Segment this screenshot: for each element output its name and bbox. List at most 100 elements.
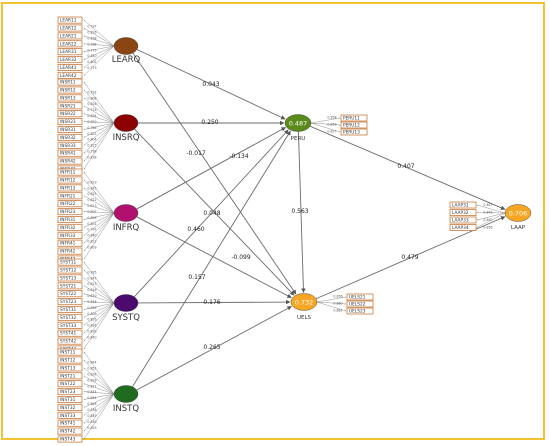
construct-label: LAAP <box>511 225 526 231</box>
loading-arrow <box>83 351 115 395</box>
outer-loading: 0.812 <box>87 240 96 244</box>
outer-loading: 0.830 <box>87 420 96 424</box>
indicator-box <box>57 298 83 306</box>
loading-arrow <box>83 393 115 400</box>
indicator-label: LEAR42 <box>60 73 77 79</box>
indicator-label: INFR11 <box>60 170 76 176</box>
indicator-label: INSR33 <box>60 143 76 149</box>
indicator-box <box>57 274 83 282</box>
outer-loading: 0.851 <box>87 367 96 371</box>
indicator-box <box>346 293 374 301</box>
outer-loading: 0.834 <box>87 372 96 376</box>
indicator-box <box>57 48 83 56</box>
indicator-label: UELS22 <box>349 302 366 308</box>
outer-loading: 0.840 <box>87 234 96 238</box>
indicator-label: INFR21 <box>60 193 76 199</box>
loading-arrow <box>476 212 506 228</box>
figure-frame <box>1 2 545 440</box>
outer-loading: 0.817 <box>327 130 336 134</box>
indicator-label: SYST31 <box>60 307 76 313</box>
construct-label: INSRQ <box>113 133 140 143</box>
path-arrow-systq-uels <box>137 299 291 305</box>
indicator-label: PERU12 <box>343 123 360 129</box>
indicator-box <box>57 305 83 313</box>
indicator-label: INST33 <box>60 413 76 419</box>
construct-label: UELS <box>297 315 312 321</box>
outer-loading: 0.880 <box>333 302 342 306</box>
indicator-box <box>57 78 83 86</box>
outer-loading: 0.813 <box>87 282 96 286</box>
loading-arrow <box>316 301 347 312</box>
loading-arrow <box>83 302 115 310</box>
outer-loading: 0.806 <box>87 216 96 220</box>
outer-loading: 0.822 <box>87 198 96 202</box>
indicator-label: LEAR21 <box>60 33 77 39</box>
indicator-label: PERU13 <box>343 130 360 136</box>
indicator-label: LEAR31 <box>60 49 77 55</box>
loading-arrow <box>316 301 347 305</box>
outer-loading: 0.831 <box>87 222 96 226</box>
indicator-label: INFR32 <box>60 225 76 231</box>
indicator-box <box>57 149 83 157</box>
loading-arrow <box>83 122 115 130</box>
construct-node-learq <box>113 37 139 55</box>
loading-arrow <box>476 204 506 214</box>
indicator-box <box>449 216 477 224</box>
loading-arrow <box>83 212 115 244</box>
indicator-label: INST31 <box>60 397 76 403</box>
indicator-box <box>346 300 374 308</box>
construct-node-laap <box>504 204 532 222</box>
r-squared-value: 0.732 <box>295 298 314 306</box>
loading-arrow <box>83 285 115 304</box>
indicator-box <box>57 16 83 24</box>
indicator-label: INFR13 <box>60 185 76 191</box>
loading-arrow <box>83 212 115 236</box>
loading-arrow <box>83 393 115 424</box>
outer-loading: 0.785 <box>87 270 96 274</box>
outer-loading: 0.815 <box>87 144 96 148</box>
outer-loading: 0.858 <box>327 116 336 120</box>
outer-loading: 0.802 <box>87 60 96 64</box>
outer-loading: 0.827 <box>87 384 96 388</box>
construct-node-infrq <box>113 204 139 222</box>
indicator-box <box>57 86 83 94</box>
outer-loading: 0.838 <box>87 156 96 160</box>
outer-loading: 0.819 <box>87 180 96 184</box>
outer-loading: 0.798 <box>87 150 96 154</box>
outer-loading: 0.834 <box>87 390 96 394</box>
indicator-label: LAAP34 <box>452 225 469 231</box>
loading-arrow <box>83 261 115 304</box>
indicator-label: SYST13 <box>60 275 76 281</box>
path-coefficient: 0.479 <box>401 254 418 261</box>
indicator-label: INST23 <box>60 389 76 395</box>
indicator-label: INST13 <box>60 365 76 371</box>
loading-arrow <box>83 393 115 440</box>
loading-arrow <box>83 302 115 326</box>
construct-node-uels <box>290 293 318 311</box>
loading-arrow <box>83 391 115 395</box>
loading-arrow <box>83 45 115 76</box>
indicator-box <box>57 427 83 435</box>
indicator-label: INSR11 <box>60 80 76 86</box>
construct-label: SYSTQ <box>112 313 140 323</box>
indicator-box <box>57 184 83 192</box>
loading-arrow <box>83 301 115 304</box>
loading-arrow <box>83 19 115 47</box>
outer-loading: 0.779 <box>87 66 96 70</box>
indicator-label: INSR42 <box>60 159 76 165</box>
outer-loading: 0.788 <box>87 42 96 46</box>
indicator-box <box>57 126 83 134</box>
indicator-box <box>57 337 83 345</box>
indicator-box <box>57 403 83 411</box>
path-arrow-infrq-uels <box>136 216 292 299</box>
indicator-box <box>57 395 83 403</box>
loading-arrow <box>83 212 115 252</box>
indicator-box <box>57 32 83 40</box>
indicator-box <box>340 128 368 136</box>
loading-arrow <box>83 302 115 318</box>
indicator-box <box>340 121 368 129</box>
loading-arrow <box>83 122 115 146</box>
outer-loading: 0.810 <box>87 54 96 58</box>
indicator-box <box>57 239 83 247</box>
